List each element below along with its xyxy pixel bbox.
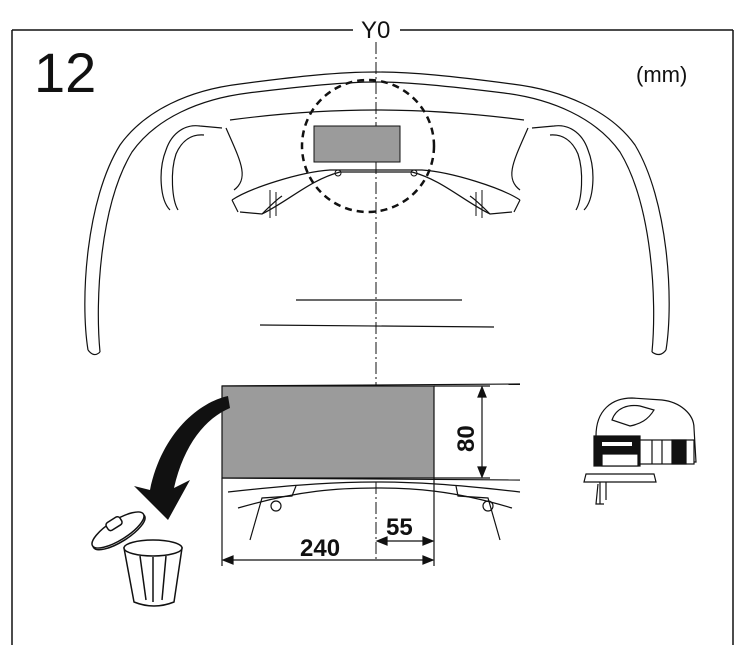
discard-arrow-icon: [134, 396, 230, 520]
bumper-outline: [84, 71, 670, 356]
height-dimension: [434, 385, 490, 479]
unit-label: (mm): [636, 62, 687, 87]
offset-dimension-label: 55: [386, 514, 413, 541]
trash-bin-icon: [91, 511, 183, 607]
cut-area: [221, 385, 435, 479]
width-dimension-label: 240: [300, 535, 340, 562]
height-dimension-label: 80: [453, 425, 480, 452]
detail-circle: [300, 78, 436, 214]
frame-border: [11, 29, 734, 645]
step-number: 12: [34, 41, 96, 104]
y0-axis-label: Y0: [361, 17, 390, 44]
width-dimension: [221, 478, 435, 566]
jigsaw-icon: [583, 397, 697, 505]
cut-area-upper: [313, 125, 401, 163]
bumper-brackets: [269, 169, 483, 218]
